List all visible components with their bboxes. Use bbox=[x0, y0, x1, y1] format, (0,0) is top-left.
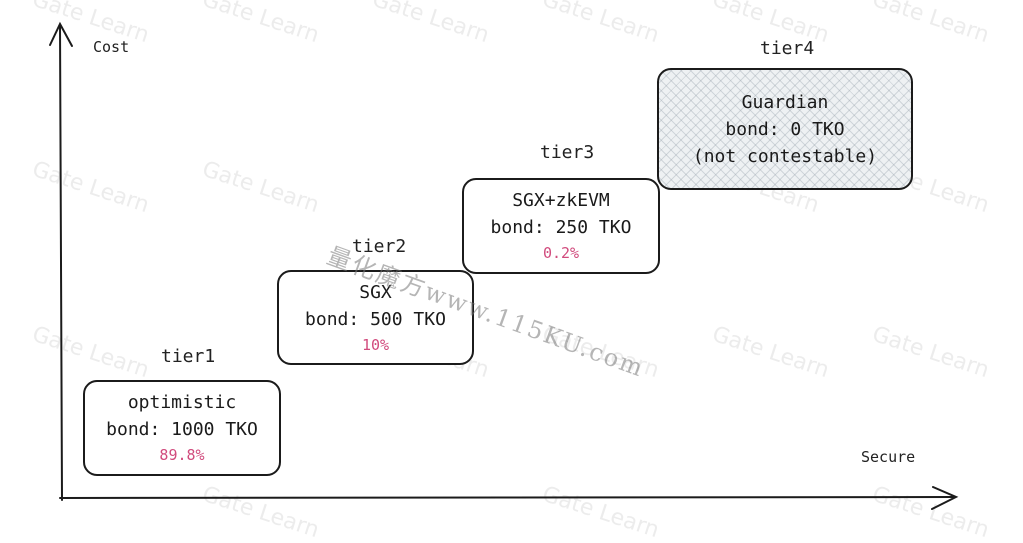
tier4-label: tier4 bbox=[760, 38, 815, 59]
x-axis-label: Secure bbox=[861, 448, 916, 466]
tier2-name: SGX bbox=[359, 281, 392, 303]
tier1-bond: bond: 1000 TKO bbox=[106, 419, 258, 440]
y-axis bbox=[49, 21, 73, 501]
x-axis-line bbox=[59, 496, 956, 499]
tier3-label: tier3 bbox=[540, 142, 595, 163]
tier1-label: tier1 bbox=[161, 346, 216, 367]
tier3-percent: 0.2% bbox=[542, 244, 580, 262]
tier4-name: Guardian bbox=[741, 91, 829, 113]
diagram-canvas: Gate Learn Gate Learn Gate Learn Gate Le… bbox=[29, 0, 992, 543]
x-axis bbox=[59, 486, 959, 510]
tier4-bond: bond: 0 TKO bbox=[725, 118, 845, 140]
tier2-percent: 10% bbox=[361, 335, 390, 354]
x-axis-arrow bbox=[931, 486, 959, 510]
tier1-percent: 89.8% bbox=[159, 446, 205, 464]
y-axis-arrow bbox=[49, 21, 73, 47]
tier3-bond: bond: 250 TKO bbox=[490, 217, 632, 238]
axes bbox=[49, 21, 959, 510]
tier2-bond: bond: 500 TKO bbox=[305, 308, 446, 330]
tier3-name: SGX+zkEVM bbox=[512, 190, 610, 211]
tier4-box: Guardian bond: 0 TKO (not contestable) bbox=[657, 68, 913, 190]
y-axis-line bbox=[59, 24, 63, 501]
tier2-box: SGX bond: 500 TKO 10% bbox=[277, 270, 474, 365]
tier4-note: (not contestable) bbox=[692, 145, 878, 167]
tier1-name: optimistic bbox=[127, 392, 237, 413]
y-axis-label: Cost bbox=[93, 38, 130, 56]
tier1-box: optimistic bond: 1000 TKO 89.8% bbox=[83, 380, 281, 476]
tier2-label: tier2 bbox=[352, 236, 407, 257]
tier3-box: SGX+zkEVM bond: 250 TKO 0.2% bbox=[462, 178, 660, 274]
